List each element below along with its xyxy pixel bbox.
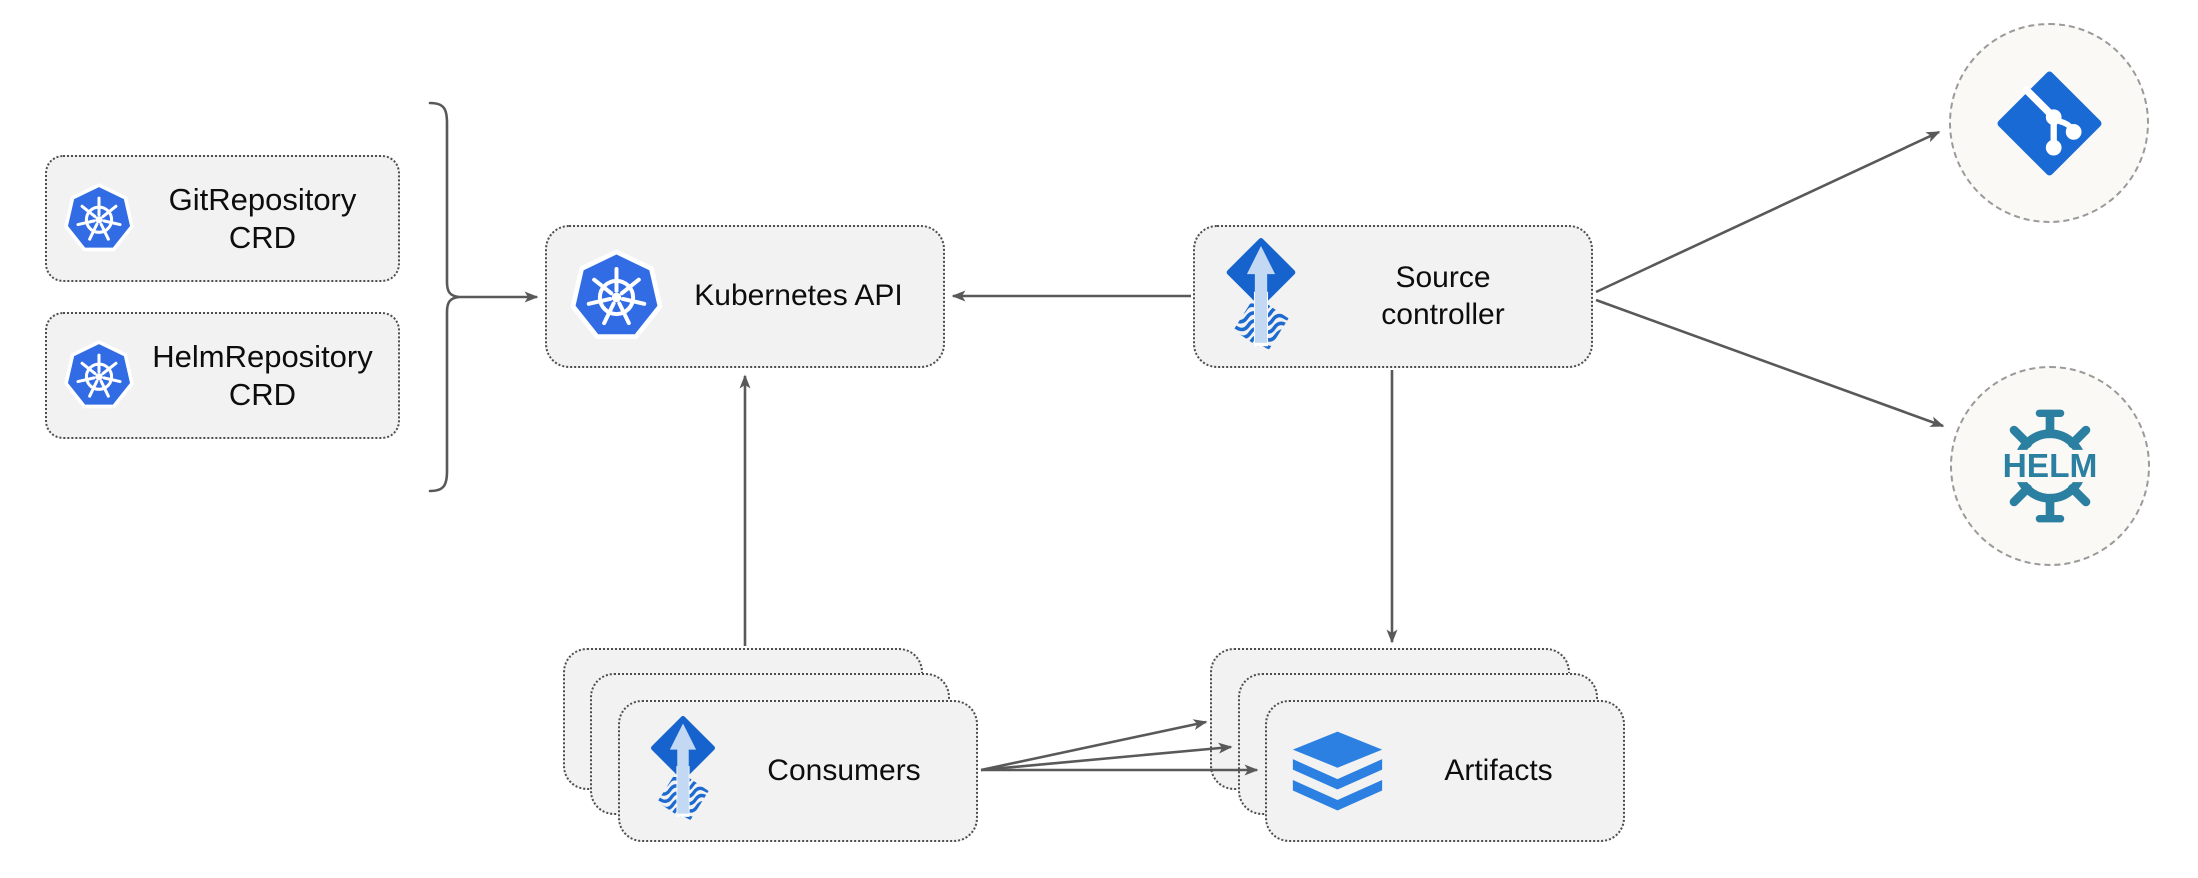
flux-icon: [1217, 237, 1305, 356]
node-git-remote: [1949, 23, 2149, 223]
node-label: Source controller: [1381, 260, 1505, 331]
kubernetes-icon: [569, 249, 664, 344]
node-kubernetes-api: Kubernetes API: [545, 225, 945, 368]
kubernetes-icon: [63, 182, 135, 255]
node-label: Kubernetes API: [694, 279, 903, 313]
git-icon: [1997, 71, 2102, 176]
node-helm-remote: HELM: [1950, 366, 2150, 566]
crd-group-bracket: [428, 101, 460, 493]
node-label: Consumers: [767, 754, 921, 787]
flux-icon: [642, 715, 724, 827]
layers-icon: [1289, 724, 1386, 819]
node-consumers-stack: Consumers: [563, 648, 979, 843]
node-source-controller: Source controller: [1193, 225, 1593, 368]
node-label: HelmRepository CRD: [152, 338, 373, 412]
helm-wordmark: HELM: [2003, 448, 2098, 485]
node-gitrepository-crd: GitRepository CRD: [45, 155, 400, 282]
node-artifacts-stack: Artifacts: [1210, 648, 1626, 843]
arrow-consumers-to-artifacts-back: [980, 719, 1208, 772]
helm-icon: HELM: [1988, 404, 2112, 528]
node-helmrepository-crd: HelmRepository CRD: [45, 312, 400, 439]
kubernetes-icon: [63, 339, 135, 412]
arrow-source-controller-to-git-remote: [1595, 130, 1941, 294]
arrow-source-controller-to-helm-remote: [1595, 298, 1945, 428]
node-label: Artifacts: [1444, 754, 1553, 787]
node-label: GitRepository CRD: [168, 181, 357, 255]
node-consumers: Consumers: [618, 700, 978, 842]
arrow-consumers-to-artifacts-middle: [980, 742, 1233, 772]
node-artifacts: Artifacts: [1265, 700, 1625, 842]
